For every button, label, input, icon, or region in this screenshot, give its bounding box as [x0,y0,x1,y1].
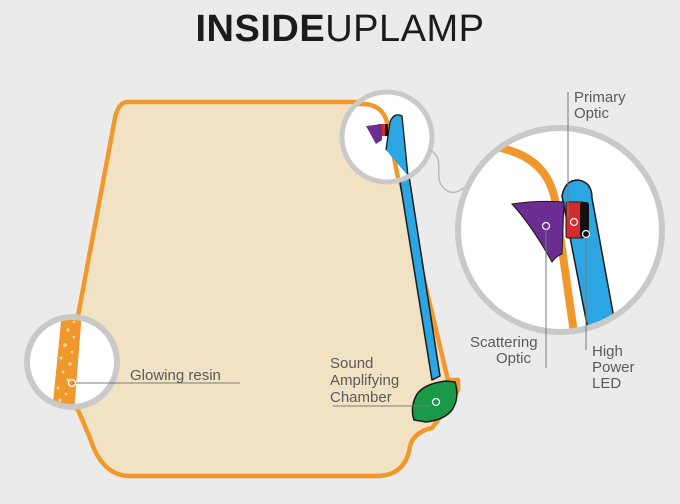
title-light: UPLAMP [325,8,485,50]
label-sound-2: Amplifying [330,372,400,389]
label-primary-1: Primary [574,89,626,106]
label-sound-1: Sound [330,355,374,372]
label-led-2: Power [592,359,635,376]
label-scattering-2: Optic [496,350,532,367]
label-glowing-resin: Glowing resin [130,367,221,384]
resin-pointer-dot [67,378,77,388]
zoom-scattering-optic [511,200,565,263]
label-led-1: High [592,343,623,360]
sound-chamber [411,380,458,423]
chamber-pointer-dot [431,397,441,407]
resin-bubbles [56,320,76,402]
resin-zoom [24,314,120,410]
zoom-connector [429,149,471,194]
label-scattering-1: Scattering [470,334,538,351]
label-led-3: LED [592,375,622,392]
leader-lines [72,92,587,407]
optic-zoom-large [455,125,665,335]
label-sound-3: Chamber [330,389,392,406]
zoom-led [580,202,589,238]
title-bold: INSIDE [195,8,326,50]
label-primary-2: Optic [574,105,610,122]
diagram-title: INSIDEUPLAMP [0,8,680,51]
optic-zoom-small [339,89,435,185]
